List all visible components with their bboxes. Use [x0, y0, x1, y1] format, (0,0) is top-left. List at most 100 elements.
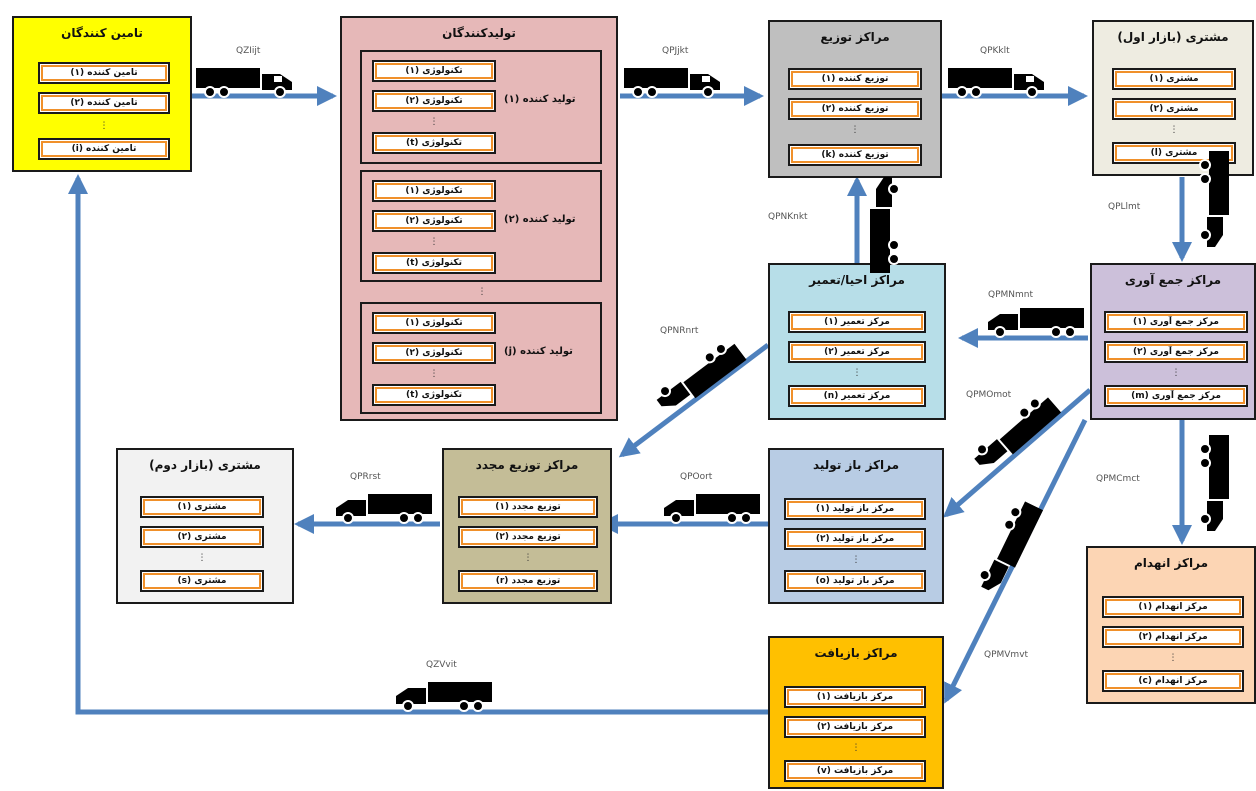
- customer-item: مشتری (s): [140, 570, 264, 592]
- collection-item: مرکز جمع آوری (m): [1104, 385, 1248, 407]
- redistribution-panel: مراکز توزیع مجدد توزیع مجدد (۱) توزیع مج…: [442, 448, 612, 604]
- truck-icon: [624, 68, 720, 98]
- redistribution-item: توزیع مجدد (r): [458, 570, 598, 592]
- collection-item: مرکز جمع آوری (۲): [1104, 341, 1248, 363]
- recycling-panel: مراکز بازیافت مرکز بازیافت (۱) مرکز بازی…: [768, 636, 944, 789]
- recycling-item: مرکز بازیافت (v): [784, 760, 926, 782]
- technology-item: تکنولوژی (۱): [372, 60, 496, 82]
- ellipsis: ⋮: [477, 287, 487, 297]
- flow-label-qpnr: QPNRnrt: [660, 326, 699, 336]
- recycling-item: مرکز بازیافت (۱): [784, 686, 926, 708]
- disposal-item: مرکز انهدام (۱): [1102, 596, 1244, 618]
- technology-item: تکنولوژی (t): [372, 132, 496, 154]
- truck-icon: [978, 501, 1044, 591]
- producer-label: تولید کننده (j): [504, 346, 573, 357]
- panel-title: مراکز جمع آوری: [1124, 273, 1222, 287]
- ellipsis: ⋮: [852, 368, 862, 378]
- collection-panel: مراکز جمع آوری مرکز جمع آوری (۱) مرکز جم…: [1090, 263, 1256, 420]
- truck-icon: [664, 494, 760, 524]
- repair-item: مرکز تعمیر (۲): [788, 341, 926, 363]
- customers-second-market-panel: مشتری (بازار دوم) مشتری (۱) مشتری (۲) ⋮ …: [116, 448, 294, 604]
- ellipsis: ⋮: [523, 553, 533, 563]
- truck-icon: [1199, 435, 1229, 531]
- redistribution-item: توزیع مجدد (۲): [458, 526, 598, 548]
- customer-item: مشتری (۱): [1112, 68, 1236, 90]
- ellipsis: ⋮: [851, 555, 861, 565]
- technology-item: تکنولوژی (t): [372, 252, 496, 274]
- ellipsis: ⋮: [429, 117, 439, 127]
- producer-group: تکنولوژی (۱) تکنولوژی (۲) ⋮ تکنولوژی (t)…: [360, 302, 602, 414]
- flow-label-qpmv: QPMVmvt: [984, 650, 1029, 660]
- distributor-item: توزیع کننده (۱): [788, 68, 922, 90]
- flow-label-qpnk: QPNKnkt: [768, 212, 808, 222]
- ellipsis: ⋮: [197, 553, 207, 563]
- technology-item: تکنولوژی (۱): [372, 312, 496, 334]
- ellipsis: ⋮: [1168, 653, 1178, 663]
- supplier-item: تامین کننده (i): [38, 138, 170, 160]
- repair-item: مرکز تعمیر (۱): [788, 311, 926, 333]
- technology-item: تکنولوژی (۲): [372, 210, 496, 232]
- flow-label-qpk: QPKklt: [980, 46, 1010, 56]
- producer-label: تولید کننده (۲): [504, 214, 576, 225]
- truck-icon: [1199, 151, 1229, 247]
- recycling-item: مرکز بازیافت (۲): [784, 716, 926, 738]
- arrow-qpnr: [618, 343, 770, 458]
- supplier-item: تامین کننده (۱): [38, 62, 170, 84]
- redistribution-item: توزیع مجدد (۱): [458, 496, 598, 518]
- repair-item: مرکز تعمیر (n): [788, 385, 926, 407]
- distribution-panel: مراکز توزیع توزیع کننده (۱) توزیع کننده …: [768, 20, 942, 178]
- ellipsis: ⋮: [429, 369, 439, 379]
- flow-label-qzi: QZIijt: [236, 46, 261, 56]
- distributor-item: توزیع کننده (۲): [788, 98, 922, 120]
- truck-icon: [974, 397, 1062, 465]
- flow-label-qpmc: QPMCmct: [1096, 474, 1140, 484]
- truck-icon: [656, 342, 747, 407]
- disposal-item: مرکز انهدام (c): [1102, 670, 1244, 692]
- panel-title: تولیدکنندگان: [442, 26, 516, 40]
- truck-icon: [396, 682, 492, 712]
- producer-group: تکنولوژی (۱) تکنولوژی (۲) ⋮ تکنولوژی (t)…: [360, 170, 602, 282]
- flow-label-qpl: QPLlmt: [1108, 202, 1141, 212]
- truck-icon: [870, 177, 900, 273]
- collection-item: مرکز جمع آوری (۱): [1104, 311, 1248, 333]
- producer-group: تکنولوژی (۱) تکنولوژی (۲) ⋮ تکنولوژی (t)…: [360, 50, 602, 164]
- panel-title: مراکز باز تولید: [812, 458, 900, 472]
- remanufacturing-item: مرکز باز تولید (۲): [784, 528, 926, 550]
- flow-label-qpo: QPOort: [680, 472, 713, 482]
- distributor-item: توزیع کننده (k): [788, 144, 922, 166]
- arrow-qzv: [68, 174, 768, 715]
- customer-item: مشتری (۲): [1112, 98, 1236, 120]
- truck-icon: [336, 494, 432, 524]
- panel-title: مشتری (بازار دوم): [149, 458, 261, 472]
- technology-item: تکنولوژی (۲): [372, 342, 496, 364]
- suppliers-panel: تامین کنندگان تامین کننده (۱) تامین کنند…: [12, 16, 192, 172]
- customer-item: مشتری (۱): [140, 496, 264, 518]
- panel-title: مراکز بازیافت: [814, 646, 898, 660]
- ellipsis: ⋮: [850, 125, 860, 135]
- remanufacturing-panel: مراکز باز تولید مرکز باز تولید (۱) مرکز …: [768, 448, 944, 604]
- customers-first-market-panel: مشتری (بازار اول) مشتری (۱) مشتری (۲) ⋮ …: [1092, 20, 1254, 176]
- ellipsis: ⋮: [1169, 125, 1179, 135]
- customer-item: مشتری (l): [1112, 142, 1236, 164]
- supplier-item: تامین کننده (۲): [38, 92, 170, 114]
- disposal-item: مرکز انهدام (۲): [1102, 626, 1244, 648]
- remanufacturing-item: مرکز باز تولید (۱): [784, 498, 926, 520]
- technology-item: تکنولوژی (۱): [372, 180, 496, 202]
- panel-title: مراکز توزیع: [820, 30, 890, 44]
- flow-label-qpr: QPRrst: [350, 472, 381, 482]
- panel-title: تامین کنندگان: [61, 26, 143, 40]
- producer-label: تولید کننده (۱): [504, 94, 576, 105]
- customer-item: مشتری (۲): [140, 526, 264, 548]
- ellipsis: ⋮: [429, 237, 439, 247]
- panel-title: مشتری (بازار اول): [1117, 30, 1229, 44]
- arrow-qpmo: [942, 388, 1092, 518]
- panel-title: مراکز احیا/تعمیر: [809, 273, 905, 287]
- truck-icon: [948, 68, 1044, 98]
- producers-panel: تولیدکنندگان تکنولوژی (۱) تکنولوژی (۲) ⋮…: [340, 16, 618, 421]
- ellipsis: ⋮: [1171, 368, 1181, 378]
- repair-panel: مراکز احیا/تعمیر مرکز تعمیر (۱) مرکز تعم…: [768, 263, 946, 420]
- flow-label-qzv: QZVvit: [426, 660, 457, 670]
- ellipsis: ⋮: [99, 121, 109, 131]
- flow-label-qpmn: QPMNmnt: [988, 290, 1034, 300]
